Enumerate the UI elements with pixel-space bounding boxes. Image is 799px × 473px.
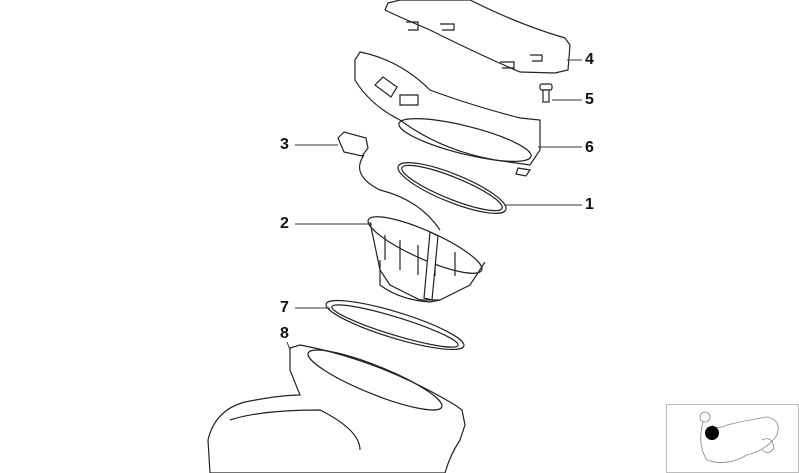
part-1-ring	[397, 162, 507, 214]
part-3-connector	[337, 131, 441, 231]
part-2-blower	[367, 216, 486, 303]
part-4-bracket	[384, 0, 571, 74]
callout-4: 4	[585, 51, 594, 68]
vehicle-location-thumbnail	[666, 404, 799, 473]
part-7-gasket	[325, 299, 465, 351]
callout-6: 6	[585, 139, 594, 156]
callout-5: 5	[585, 91, 594, 108]
leader-lines	[286, 59, 582, 351]
part-6-housing	[354, 51, 541, 177]
callout-3: 3	[280, 136, 289, 153]
callout-2: 2	[280, 215, 289, 232]
part-8-duct	[207, 344, 466, 473]
location-marker-icon	[705, 426, 719, 440]
callout-7: 7	[280, 299, 289, 316]
part-5-bolt	[539, 83, 553, 103]
callout-1: 1	[585, 196, 594, 213]
callout-8: 8	[280, 325, 289, 342]
